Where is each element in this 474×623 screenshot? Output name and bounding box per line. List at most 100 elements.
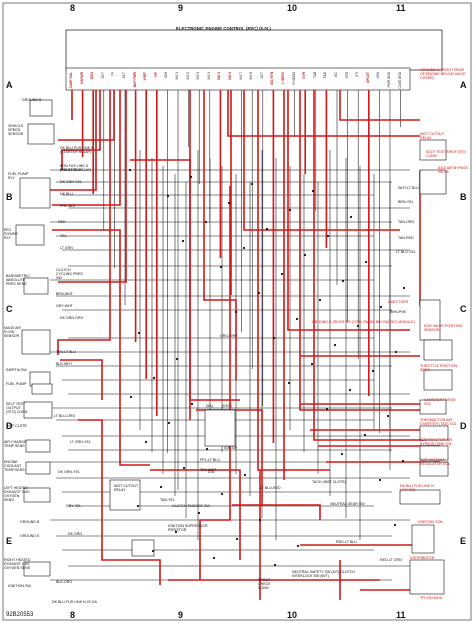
canister-box <box>419 399 447 415</box>
splice-dot <box>310 362 314 366</box>
splice-dot <box>280 272 284 276</box>
wire-color-label: LT BLU-ORG <box>54 414 76 418</box>
splice-dot <box>136 504 140 508</box>
component-label: SELF TEST INPUT (STI) CONN <box>426 150 466 158</box>
splice-dot <box>181 239 185 243</box>
component-label: WOT CUTOUT RELAY <box>420 132 445 140</box>
row-label: D <box>6 421 13 431</box>
vss-box <box>27 123 55 145</box>
highlighted-circuit <box>60 359 103 400</box>
highlighted-circuit <box>58 90 127 283</box>
ect-box <box>25 461 51 475</box>
splice-dot <box>167 421 171 425</box>
connector-pin-label: VSS <box>376 72 381 79</box>
maf-box <box>21 329 51 355</box>
splice-dot <box>318 298 322 302</box>
connector-pin-label: INJ 6 <box>228 72 232 80</box>
connector-pin-label: INJ 3 <box>196 72 201 80</box>
connector-pin-label: CANP SOL <box>69 72 73 89</box>
component-label: SPOUT CHECK CONN <box>258 578 271 590</box>
connector-pin-label: KAPWR <box>79 72 84 85</box>
splice-dot <box>151 549 155 553</box>
splice-dot <box>250 182 254 186</box>
component-label: TFI IGN MOD <box>420 596 443 600</box>
wire-color-label: LT BLU-RED <box>260 486 281 490</box>
highlighted-circuit <box>287 90 410 331</box>
highlighted-circuit <box>339 90 420 121</box>
splice-dot <box>137 331 141 335</box>
connector-pin-label: EGO <box>90 72 95 80</box>
wire-color-label: RED-LT GRN <box>380 558 402 562</box>
wire-color-label: WHT-LT BLU <box>398 186 420 190</box>
column-label: 9 <box>178 3 184 13</box>
splice-dot <box>243 473 247 477</box>
wire-color-label: TAN-RED <box>398 236 414 240</box>
splice-dot <box>182 466 186 470</box>
splice-dot <box>296 544 300 548</box>
distributor-box <box>409 559 445 595</box>
component-label: AIR CHARGE TEMP SENS <box>4 440 27 448</box>
highlighted-circuit <box>199 186 231 580</box>
component-label: IGN SW <box>224 446 238 450</box>
connector-pin-label: SPOUT <box>365 72 370 83</box>
component-label: GROUND E <box>20 534 40 538</box>
component-label: GROUND B <box>22 98 42 102</box>
component-label: GROUND B <box>20 520 40 524</box>
wire-color-label: BRN-YEL <box>398 200 414 204</box>
component-label: LEFT HEATED EXHAUST GAS OXYGEN SENS <box>4 486 30 502</box>
wire-color-label: PPL-LT BLU <box>200 458 220 462</box>
wire-color-label: PNK-LT BLU <box>60 168 81 172</box>
connector-pin-label: TP <box>111 72 116 77</box>
component-label: IDLE AIR BYPASS VALVE <box>438 166 468 174</box>
component-label: SELF TEST OUTPUT (STO) CONN <box>6 402 28 414</box>
splice-dot <box>363 433 367 437</box>
wire-color-label: BLK-WHT <box>56 362 73 366</box>
component-label: DK BLU FUS LINK N (IGN SW) <box>400 484 434 492</box>
connector-pin-label: CASE GND <box>397 72 402 89</box>
wire-color-label: LT BLU-YEL <box>396 250 416 254</box>
splice-dot <box>159 485 163 489</box>
component-label: NEUTRAL SAFETY SW (A/T) CLUTCH INTERLOCK… <box>292 570 355 578</box>
component-label: EGR VACUUM REGULATOR SOL <box>420 458 451 466</box>
component-label: VEHICLE SPEED SENSOR <box>8 124 24 136</box>
wire-color-label: TAN-LT BLU <box>56 350 76 354</box>
wire-color-label: PNK-BLK <box>60 204 76 208</box>
ground-b-box <box>29 99 53 117</box>
component-label: IGNITION SUPRESSOR RESISTOR <box>168 524 208 532</box>
highlighted-circuit <box>313 90 424 441</box>
wire-color-label: LT GRN-YEL <box>70 440 91 444</box>
component-label: EEC POWER RLY <box>4 228 18 240</box>
evr-box <box>419 461 449 477</box>
splice-dot <box>257 291 261 295</box>
connector-pin-label: ISC <box>334 72 338 78</box>
splice-dot <box>219 265 223 269</box>
connector-pin-label: EVR <box>302 72 307 79</box>
component-label: THROTTLE POSITION SENS <box>420 364 458 372</box>
row-label: B <box>6 192 13 202</box>
highlighted-circuit <box>61 90 101 170</box>
component-label: INST CLSTR <box>6 424 27 428</box>
highlighted-circuit <box>52 90 121 206</box>
lhego-box <box>23 487 51 503</box>
component-label: TACH (INST CLSTR) <box>312 480 346 484</box>
connector-pin-label: PIP <box>153 72 158 78</box>
splice-dot <box>152 376 156 380</box>
highlighted-circuit <box>46 90 97 191</box>
wire-color-label: GRY-YEL <box>66 504 82 508</box>
splice-dot <box>273 563 277 567</box>
fuse-link-n-box <box>399 489 441 505</box>
component-label: DK BLU FUS LINK K (STARTER RELAY) <box>60 146 94 154</box>
wire-color-label: TAN-YEL <box>160 498 175 502</box>
splice-dot <box>212 556 216 560</box>
connector-pin-label: INJ 7 <box>238 72 243 80</box>
splice-dot <box>166 194 170 198</box>
splice-dot <box>205 447 209 451</box>
row-label-right: E <box>460 536 467 546</box>
splice-dot <box>402 286 406 290</box>
splice-dot <box>378 478 382 482</box>
splice-dot <box>204 220 208 224</box>
row-label-right: D <box>460 421 467 431</box>
column-label: 10 <box>287 3 298 13</box>
splice-dot <box>379 305 383 309</box>
